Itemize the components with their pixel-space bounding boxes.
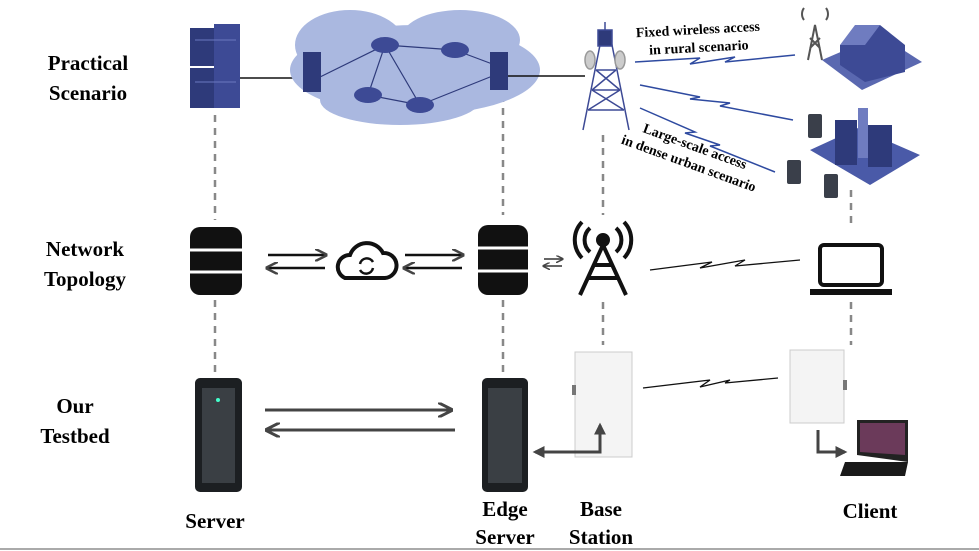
server-edge-arrows bbox=[265, 410, 455, 430]
cpe-laptop-link-arrow bbox=[816, 430, 848, 458]
wireless-link-topology bbox=[649, 259, 801, 271]
edge-server-hardware-photo bbox=[482, 378, 528, 492]
server-hardware-photo bbox=[195, 378, 242, 492]
core-network-cloud-icon bbox=[290, 10, 540, 125]
client-laptop-photo bbox=[840, 420, 908, 476]
cloud-server-rack-icon bbox=[190, 24, 240, 108]
cell-tower-icon bbox=[582, 22, 630, 131]
urban-city-icon: Trade Center bbox=[810, 108, 925, 186]
small-exchange-arrows bbox=[544, 259, 562, 266]
dashed-connectors bbox=[213, 95, 853, 372]
cloud-sync-icon bbox=[335, 241, 399, 280]
urban-access-annotation: Large-scale accessin dense urban scenari… bbox=[619, 116, 764, 196]
column-label-server: Server bbox=[185, 509, 244, 533]
client-cpe-hardware-photo bbox=[789, 349, 847, 424]
server-database-icon bbox=[190, 227, 242, 295]
bidirectional-arrows-left bbox=[268, 255, 325, 268]
edge-server-database-icon bbox=[478, 225, 528, 295]
wireless-link-testbed bbox=[642, 377, 779, 389]
base-station-hardware-photo bbox=[572, 351, 633, 458]
wireless-links bbox=[634, 54, 796, 173]
bidirectional-arrows-right bbox=[405, 255, 462, 268]
smartphone-icons bbox=[787, 114, 838, 198]
rural-access-annotation: Fixed wireless accessin rural scenario bbox=[636, 20, 762, 59]
column-label-client: Client bbox=[843, 499, 898, 523]
laptop-icon bbox=[810, 243, 892, 295]
rural-house-icon bbox=[801, 7, 922, 90]
antenna-tower-icon bbox=[572, 220, 634, 296]
